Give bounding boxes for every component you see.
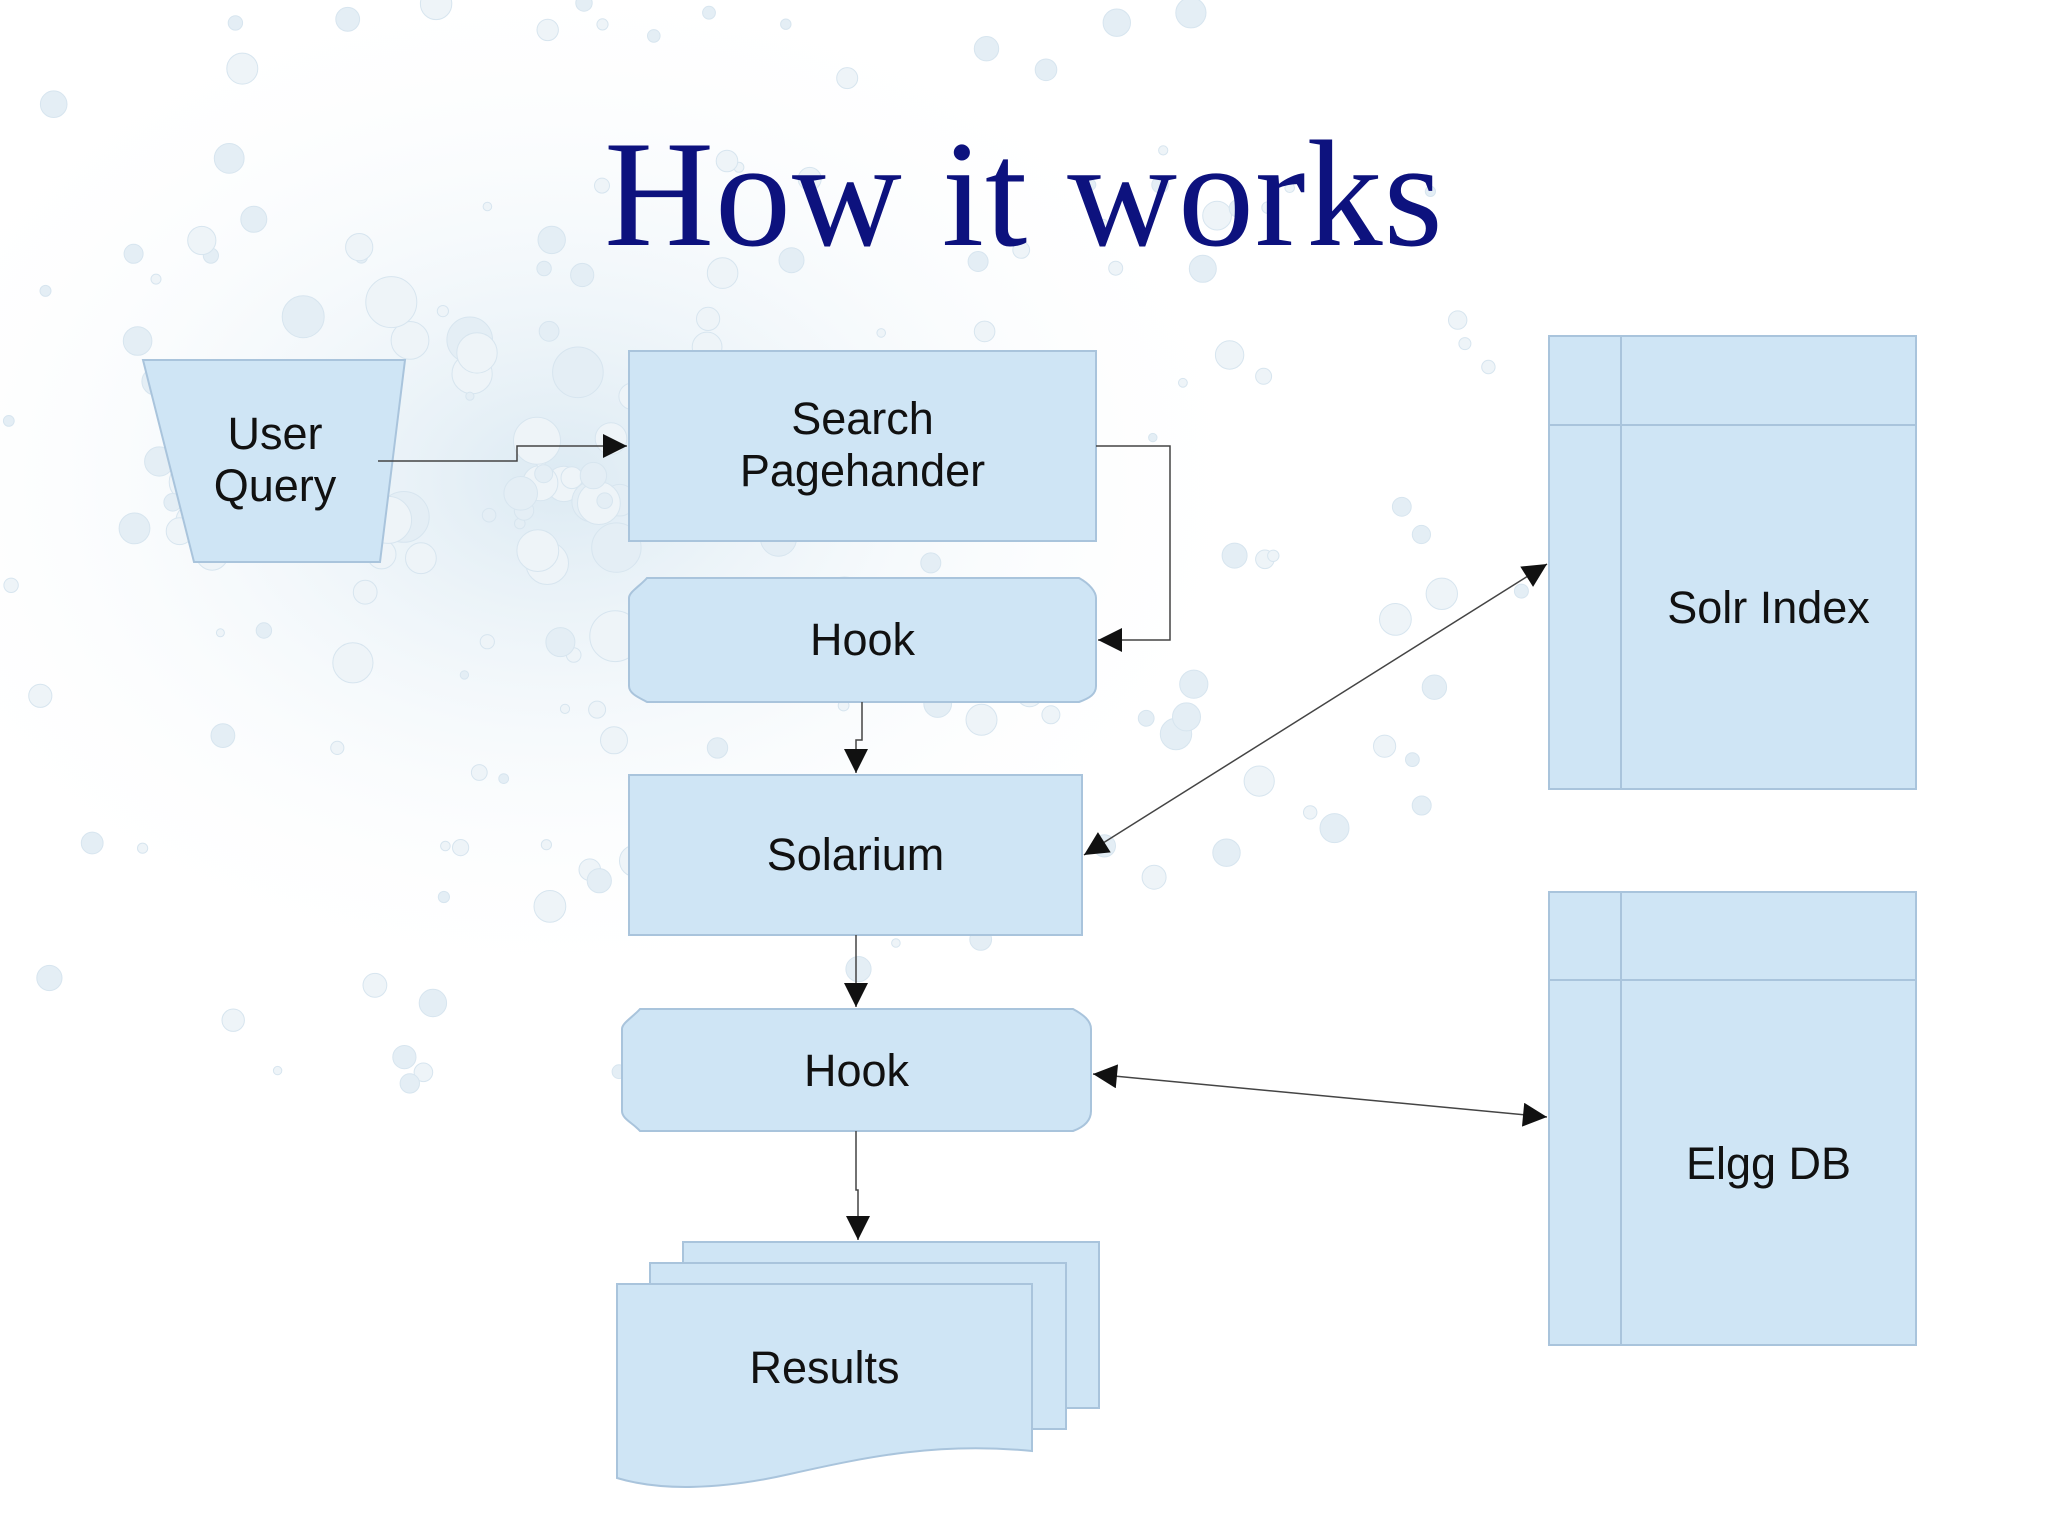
user-query-label: User Query <box>213 407 337 511</box>
solr-index-shape <box>1548 335 1917 790</box>
connector-user-query-to-search <box>378 434 627 462</box>
connector-solarium-to-solr-index <box>1083 563 1548 856</box>
hook-2-shape <box>621 1008 1092 1132</box>
hook-2-label: Hook <box>803 1044 910 1096</box>
search-pagehandler-label: Search Pagehander <box>739 392 986 496</box>
connector-hook-to-solarium <box>844 702 868 773</box>
search-pagehandler-shape <box>628 350 1097 542</box>
results-label: Results <box>749 1341 900 1393</box>
slide-title: How it works <box>604 110 1444 278</box>
user-query-shape <box>141 359 407 563</box>
solarium-label: Solarium <box>766 828 945 880</box>
connector-search-to-hook <box>1096 445 1171 652</box>
hook-1-label: Hook <box>809 613 916 665</box>
connector-hook-to-elgg-db <box>1092 1064 1548 1127</box>
elgg-db-label: Elgg DB <box>1685 1137 1852 1189</box>
solr-index-label: Solr Index <box>1667 581 1870 633</box>
results-shape <box>616 1241 1100 1488</box>
solarium-shape <box>628 774 1083 936</box>
connector-hook-to-results <box>846 1131 870 1240</box>
elgg-db-shape <box>1548 891 1917 1346</box>
